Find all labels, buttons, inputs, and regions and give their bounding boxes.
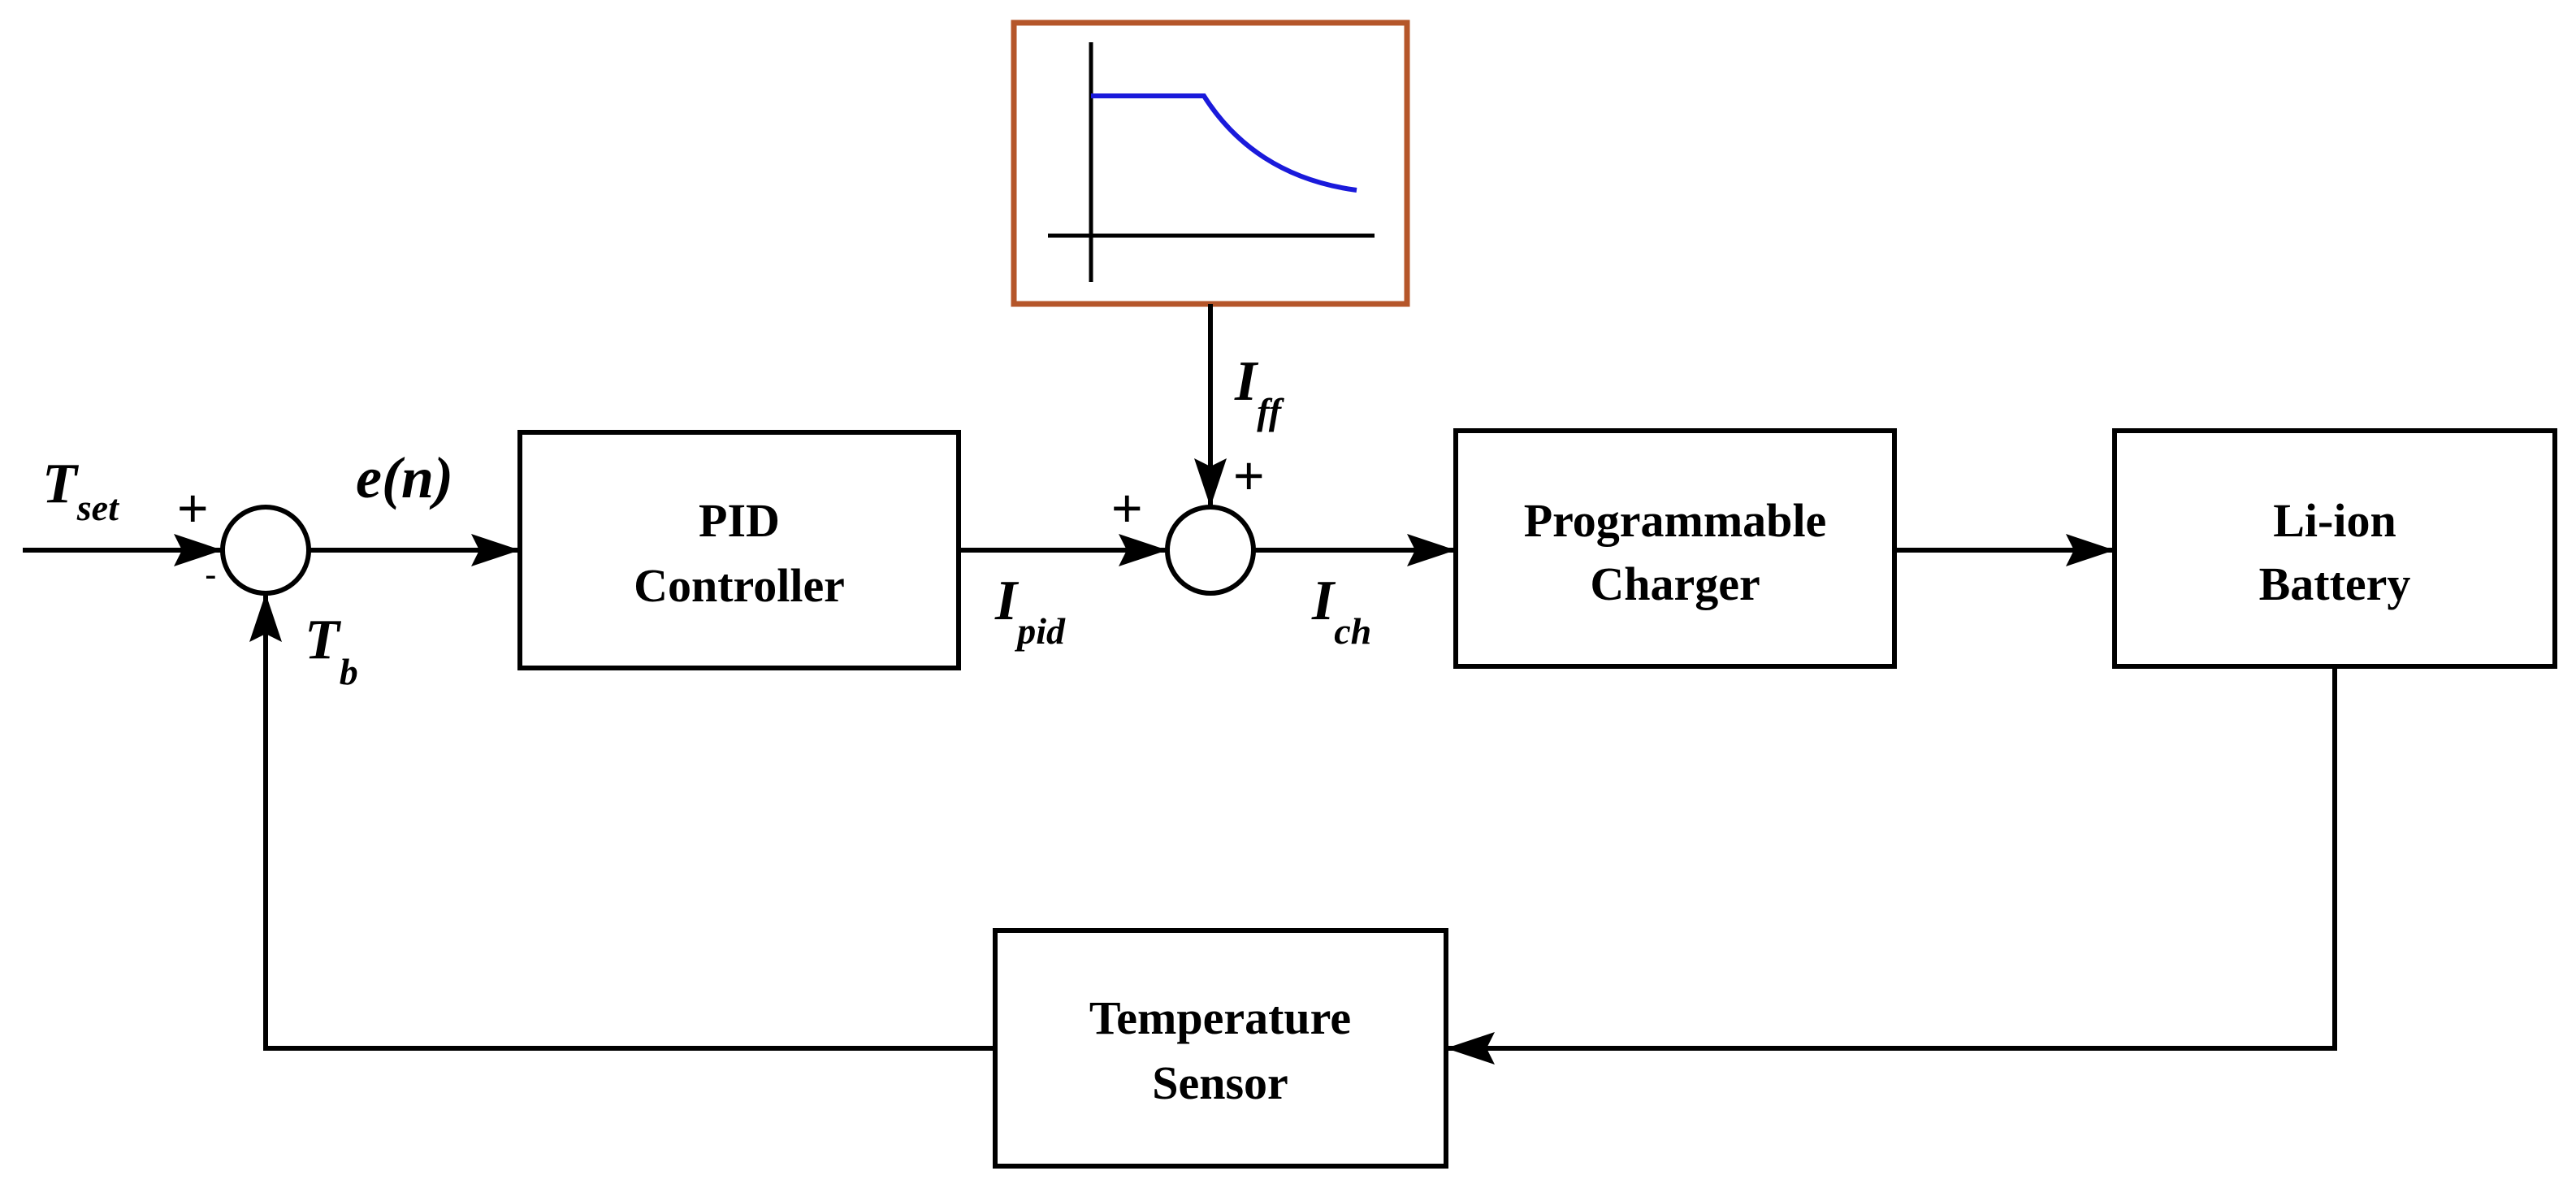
i-pid-label: Ipid xyxy=(994,570,1066,652)
li-ion-battery-block: Li-ion Battery xyxy=(2112,428,2557,669)
i-ff-main: I xyxy=(1234,350,1259,413)
feedback-t-b-arrow xyxy=(249,593,995,1051)
i-pid-sub: pid xyxy=(1014,610,1066,652)
battery-to-sensor-arrow xyxy=(1446,666,2337,1065)
i-pid-main: I xyxy=(994,570,1020,632)
battery-label-line1: Li-ion xyxy=(2273,494,2396,547)
temperature-sensor-box xyxy=(993,928,1448,1169)
i-ch-main: I xyxy=(1311,570,1336,632)
pid-label-line2: Controller xyxy=(634,559,845,612)
battery-label-line2: Battery xyxy=(2259,557,2411,610)
t-b-sub: b xyxy=(340,651,358,692)
sum2-ff-plus-sign: + xyxy=(1233,445,1265,505)
sensor-label-line1: Temperature xyxy=(1089,991,1351,1044)
t-b-label: Tb xyxy=(305,609,358,692)
temperature-sensor-block: Temperature Sensor xyxy=(993,928,1448,1169)
feedforward-box xyxy=(1011,20,1410,307)
t-set-sub: set xyxy=(76,487,119,528)
summing-junction-error xyxy=(220,505,311,596)
programmable-charger-box xyxy=(1453,428,1897,669)
pid-label-line1: PID xyxy=(699,494,780,547)
pid-controller-block: PID Controller xyxy=(517,430,961,670)
pid-controller-box xyxy=(517,430,961,670)
i-ch-sub: ch xyxy=(1334,610,1371,652)
error-signal-label: e(n) xyxy=(356,445,453,510)
i-ch-label: Ich xyxy=(1311,570,1371,652)
feedforward-current-profile-curve xyxy=(1091,93,1357,193)
i-ff-label: Iff xyxy=(1234,350,1285,432)
programmable-charger-block: Programmable Charger xyxy=(1453,428,1897,669)
sum1-feedback-minus-sign: - xyxy=(205,555,217,595)
feedforward-profile-block xyxy=(1011,20,1410,307)
sum2-pid-plus-sign: + xyxy=(1111,478,1143,538)
t-set-label: Tset xyxy=(42,453,119,528)
li-ion-battery-box xyxy=(2112,428,2557,669)
sum1-input-plus-sign: + xyxy=(177,478,209,538)
summing-junction-current xyxy=(1165,505,1256,596)
t-b-main: T xyxy=(305,609,342,671)
charger-label-line2: Charger xyxy=(1590,557,1760,610)
sensor-label-line2: Sensor xyxy=(1152,1056,1288,1109)
charger-label-line1: Programmable xyxy=(1524,494,1827,547)
i-ff-sub: ff xyxy=(1257,391,1284,432)
t-set-main: T xyxy=(42,453,80,515)
